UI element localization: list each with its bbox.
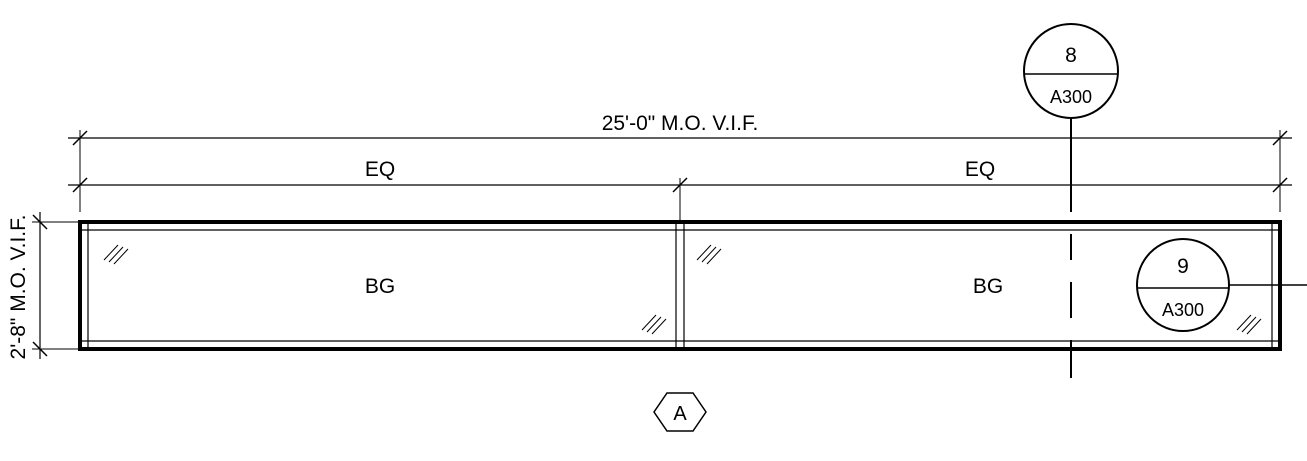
right-eq-label: EQ [965, 158, 995, 181]
callout-number: 8 [1065, 44, 1077, 67]
panel-label: BG [365, 275, 395, 298]
callout-sheet: A300 [1050, 87, 1092, 107]
section-callout-9[interactable]: 9 A300 [1136, 238, 1307, 332]
height-dimension: 2'-8" M.O. V.I.F. [7, 212, 80, 359]
glass-hatch-icon [641, 314, 667, 335]
glass-hatch-icon [103, 244, 129, 265]
overall-dimension: 25'-0" M.O. V.I.F. [68, 112, 1292, 212]
segment-dimension: EQ EQ [68, 158, 1292, 222]
glass-panel-right: BG [696, 244, 1262, 335]
glass-hatch-icon [696, 244, 722, 265]
section-callout-8[interactable]: 8 A300 [1023, 23, 1119, 119]
panel-label: BG [973, 275, 1003, 298]
grid-tag-label: A [673, 403, 687, 425]
callout-sheet: A300 [1162, 300, 1204, 320]
left-eq-label: EQ [365, 158, 395, 181]
storefront-frame [78, 220, 1282, 351]
overall-dimension-label: 25'-0" M.O. V.I.F. [602, 112, 759, 135]
callout-number: 9 [1177, 255, 1189, 278]
glass-panel-left: BG [103, 244, 667, 335]
height-dimension-label: 2'-8" M.O. V.I.F. [7, 215, 30, 360]
glass-hatch-icon [1236, 314, 1262, 335]
grid-tag-hexagon[interactable]: A [653, 392, 707, 432]
